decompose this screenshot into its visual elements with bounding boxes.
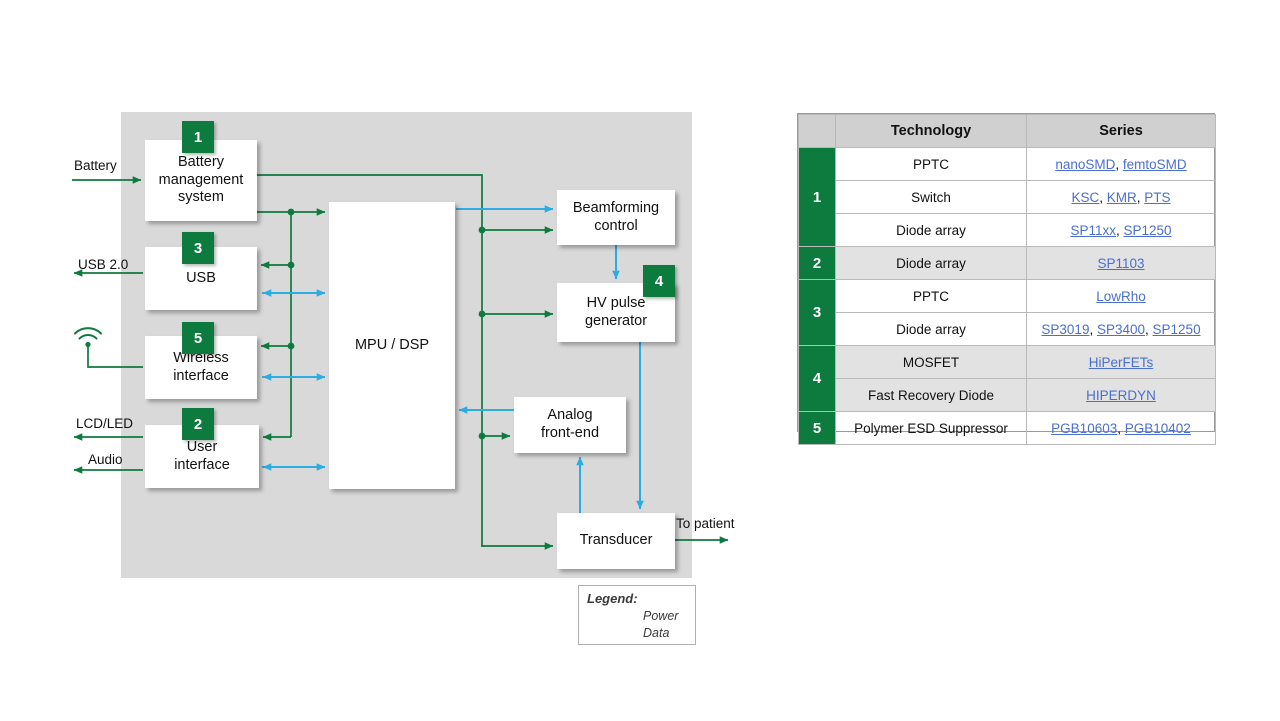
technology-cell: Diode array bbox=[835, 312, 1027, 346]
column-header-number bbox=[798, 114, 836, 148]
technology-cell: Fast Recovery Diode bbox=[835, 378, 1027, 412]
series-link[interactable]: SP3019 bbox=[1041, 321, 1090, 337]
block-transducer[interactable]: Transducer bbox=[557, 513, 675, 569]
legend-label-data: Data bbox=[643, 626, 670, 640]
label-battery: Battery bbox=[74, 158, 117, 173]
badge-1[interactable]: 1 bbox=[182, 121, 214, 153]
series-link[interactable]: HiPerFETs bbox=[1088, 354, 1154, 370]
label-lcd-led: LCD/LED bbox=[76, 416, 134, 431]
legend-label-power: Power bbox=[643, 609, 679, 623]
series-separator: , bbox=[1089, 321, 1097, 337]
table-row: Fast Recovery Diode HIPERDYN bbox=[799, 378, 1216, 412]
group-number-cell: 2 bbox=[798, 246, 836, 280]
technology-cell: PPTC bbox=[835, 279, 1027, 313]
technology-cell: MOSFET bbox=[835, 345, 1027, 379]
series-cell: KSC, KMR, PTS bbox=[1026, 180, 1216, 214]
series-link[interactable]: SP1103 bbox=[1097, 255, 1145, 271]
series-link[interactable]: nanoSMD bbox=[1055, 156, 1116, 172]
table-header-row: Technology Series bbox=[798, 114, 1216, 148]
block-mpu-dsp[interactable]: MPU / DSP bbox=[329, 202, 455, 489]
series-link[interactable]: KSC bbox=[1071, 189, 1100, 205]
technology-cell: Diode array bbox=[835, 213, 1027, 247]
column-header-series: Series bbox=[1026, 114, 1216, 148]
series-cell: nanoSMD, femtoSMD bbox=[1026, 147, 1216, 181]
series-link[interactable]: PGB10603 bbox=[1051, 420, 1118, 436]
series-cell: HIPERDYN bbox=[1026, 378, 1216, 412]
block-label-mpu: MPU / DSP bbox=[354, 336, 430, 353]
series-link[interactable]: PGB10402 bbox=[1124, 420, 1191, 436]
block-label-transducer: Transducer bbox=[579, 532, 653, 549]
legend-title: Legend: bbox=[587, 591, 638, 606]
series-link[interactable]: SP3400 bbox=[1096, 321, 1146, 337]
series-separator: , bbox=[1117, 420, 1125, 436]
series-cell: SP1103 bbox=[1026, 246, 1216, 280]
series-cell: SP3019, SP3400, SP1250 bbox=[1026, 312, 1216, 346]
series-link[interactable]: PTS bbox=[1144, 189, 1171, 205]
label-to-patient: To patient bbox=[676, 516, 735, 531]
series-link[interactable]: HIPERDYN bbox=[1086, 387, 1156, 403]
series-separator: , bbox=[1145, 321, 1153, 337]
technology-cell: PPTC bbox=[835, 147, 1027, 181]
series-cell: LowRho bbox=[1026, 279, 1216, 313]
series-link[interactable]: SP1250 bbox=[1152, 321, 1201, 337]
badge-4[interactable]: 4 bbox=[643, 265, 675, 297]
series-cell: HiPerFETs bbox=[1026, 345, 1216, 379]
technology-cell: Switch bbox=[835, 180, 1027, 214]
series-link[interactable]: SP11xx bbox=[1070, 222, 1116, 238]
series-separator: , bbox=[1099, 189, 1107, 205]
block-label-usb: USB bbox=[186, 269, 216, 286]
badge-3[interactable]: 3 bbox=[182, 232, 214, 264]
group-number-cell: 5 bbox=[798, 411, 836, 445]
series-separator: , bbox=[1115, 222, 1124, 238]
series-separator: , bbox=[1115, 156, 1123, 172]
series-cell: SP11xx, SP1250 bbox=[1026, 213, 1216, 247]
technology-cell: Polymer ESD Suppressor bbox=[835, 411, 1027, 445]
legend-box: Legend: Power Data bbox=[578, 585, 696, 645]
group-number-cell: 1 bbox=[798, 147, 836, 247]
technology-cell: Diode array bbox=[835, 246, 1027, 280]
badge-5[interactable]: 5 bbox=[182, 322, 214, 354]
label-usb-2-0: USB 2.0 bbox=[78, 257, 129, 272]
series-cell: PGB10603, PGB10402 bbox=[1026, 411, 1216, 445]
series-separator: , bbox=[1136, 189, 1145, 205]
badge-2[interactable]: 2 bbox=[182, 408, 214, 440]
group-number-cell: 3 bbox=[798, 279, 836, 346]
series-link[interactable]: LowRho bbox=[1096, 288, 1146, 304]
series-link[interactable]: femtoSMD bbox=[1122, 156, 1187, 172]
series-link[interactable]: KMR bbox=[1106, 189, 1137, 205]
column-header-technology: Technology bbox=[835, 114, 1027, 148]
group-number-cell: 4 bbox=[798, 345, 836, 412]
label-audio: Audio bbox=[88, 452, 123, 467]
series-link[interactable]: SP1250 bbox=[1123, 222, 1172, 238]
